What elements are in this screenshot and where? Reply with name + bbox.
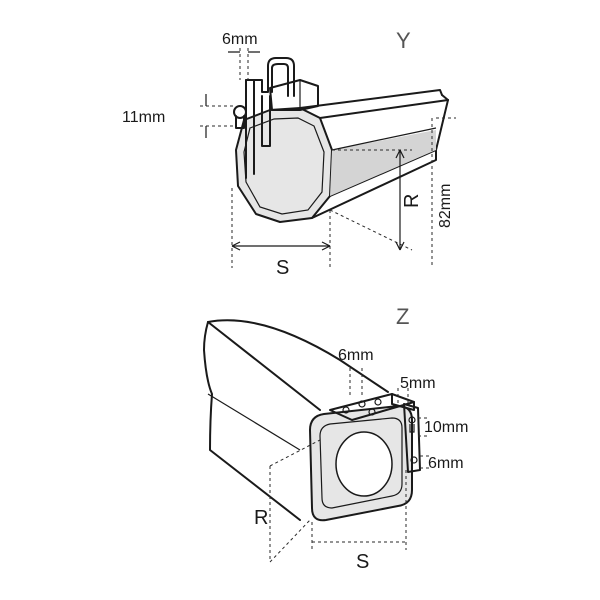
dim-r-arrows	[395, 149, 405, 251]
label-r-y: R	[401, 194, 423, 208]
side-flange	[403, 403, 421, 473]
label-bracket-thickness: 6mm	[222, 31, 258, 48]
body-left-edge	[203, 321, 301, 521]
view-y: 6mm 11mm S R 82mm Y	[122, 28, 456, 279]
label-s-z: S	[356, 551, 369, 573]
end-cap-inner	[319, 417, 403, 509]
slot-bottom	[410, 456, 418, 464]
label-side-thickness: 5mm	[400, 375, 436, 392]
end-cap-opening	[335, 431, 393, 497]
view-y-title: Y	[396, 28, 411, 53]
screw-hole	[368, 408, 376, 416]
dim-s-arrows	[231, 241, 331, 251]
bracket-arm	[261, 95, 271, 147]
body-top-left	[207, 321, 321, 411]
housing-end-outline	[235, 107, 333, 223]
keyhole-top	[233, 105, 247, 119]
label-s-y: S	[276, 257, 289, 279]
body-mid-line	[207, 393, 301, 451]
label-slot-length: 10mm	[424, 419, 468, 436]
bracket-hook-outer	[245, 57, 295, 97]
housing-side-line	[331, 127, 437, 151]
label-r-z: R	[254, 507, 268, 529]
housing-bottom-edge	[311, 149, 437, 219]
screw-hole	[342, 406, 350, 414]
end-cap-outline	[309, 405, 413, 522]
housing-top-edge	[299, 89, 443, 109]
slot	[409, 424, 415, 433]
housing-corner	[441, 94, 449, 101]
bracket-vertical	[245, 79, 255, 179]
slot-top	[408, 416, 416, 424]
dim-line	[269, 519, 311, 563]
view-z: 6mm 5mm 10mm 6mm R S Z	[203, 304, 468, 573]
housing-end-face	[236, 108, 332, 222]
keyhole-slot	[235, 115, 245, 129]
label-hole-offset: 6mm	[338, 347, 374, 364]
body-top-edge	[207, 319, 389, 393]
view-z-title: Z	[396, 304, 409, 329]
screw-hole	[374, 398, 382, 406]
label-slot-offset: 6mm	[428, 455, 464, 472]
screw-hole	[358, 400, 366, 408]
label-hole-height: 11mm	[122, 109, 165, 126]
label-height: 82mm	[437, 184, 454, 228]
housing-side-shade	[330, 130, 436, 196]
housing-top-edge-2	[319, 99, 449, 119]
bracket-hook-inner	[271, 63, 289, 97]
